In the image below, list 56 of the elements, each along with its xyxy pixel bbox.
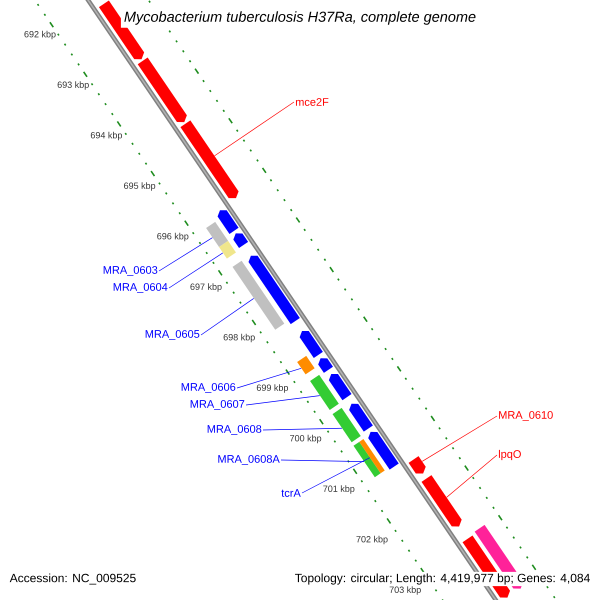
gene-bar — [310, 374, 339, 410]
scale-label: 699 kbp — [256, 384, 288, 393]
gene-label: mce2F — [296, 98, 328, 106]
gene-block — [318, 358, 333, 373]
scale-label: 702 kbp — [356, 536, 388, 544]
scale-label: 696 kbp — [157, 232, 188, 242]
scale-label: 703 kbp — [390, 586, 421, 595]
leader-line — [422, 416, 498, 462]
gene-block — [218, 210, 239, 234]
gene-label: MRA_0604 — [114, 283, 168, 293]
gene-label: MRA_0608 — [208, 425, 262, 435]
gene-bar — [219, 240, 236, 259]
gene-bar — [206, 222, 228, 248]
gene-bar — [353, 442, 381, 478]
scale-label: 701 kbp — [323, 485, 354, 494]
gene-label: lpqO — [498, 450, 521, 460]
leader-line — [168, 252, 224, 288]
scale-label: 695 kbp — [124, 182, 156, 191]
scale-label: 700 kbp — [290, 434, 322, 444]
footer-text: Topology: circular; Length: 4,419,977 bp; Genes: 4,084 — [293, 572, 592, 586]
leader-line — [158, 237, 213, 272]
gene-block — [349, 404, 373, 432]
gene-bar — [332, 408, 361, 442]
gene-label: MRA_0607 — [190, 400, 244, 410]
footer-text: Accession: NC_009525 — [8, 572, 138, 586]
leader-line — [280, 460, 364, 462]
gene-bar — [232, 260, 284, 330]
gene-block — [328, 374, 352, 400]
scale-label: 692 kbp — [24, 30, 56, 40]
gene-label: MRA_0603 — [104, 266, 158, 276]
gene-label: tcrA — [281, 489, 301, 497]
gene-bar — [297, 356, 315, 374]
leader-line — [246, 395, 320, 406]
scale-label: 694 kbp — [90, 132, 122, 140]
leader-line — [302, 457, 370, 494]
gene-label: MRA_0610 — [499, 411, 553, 421]
gene-bar — [359, 439, 385, 474]
leader-line — [446, 454, 498, 498]
gene-block — [248, 256, 300, 324]
gene-block — [368, 432, 399, 470]
gene-block — [233, 233, 248, 248]
scale-label: 698 kbp — [224, 334, 255, 342]
gene-label: MRA_0605 — [146, 330, 200, 340]
gene-block — [138, 58, 187, 122]
gene-label: MRA_0606 — [182, 383, 236, 393]
leader-line — [214, 102, 294, 156]
gene-block — [408, 456, 426, 474]
scale-label: 697 kbp — [190, 283, 222, 292]
scale-label: 693 kbp — [58, 81, 89, 90]
gene-block — [300, 330, 323, 358]
leader-line — [236, 368, 302, 388]
gene-block — [422, 475, 462, 526]
gene-block — [180, 120, 239, 198]
title: Mycobacterium tuberculosis H37Ra, complete genome — [120, 8, 480, 28]
gene-label: MRA_0608A — [218, 455, 280, 465]
leader-line — [200, 298, 254, 336]
